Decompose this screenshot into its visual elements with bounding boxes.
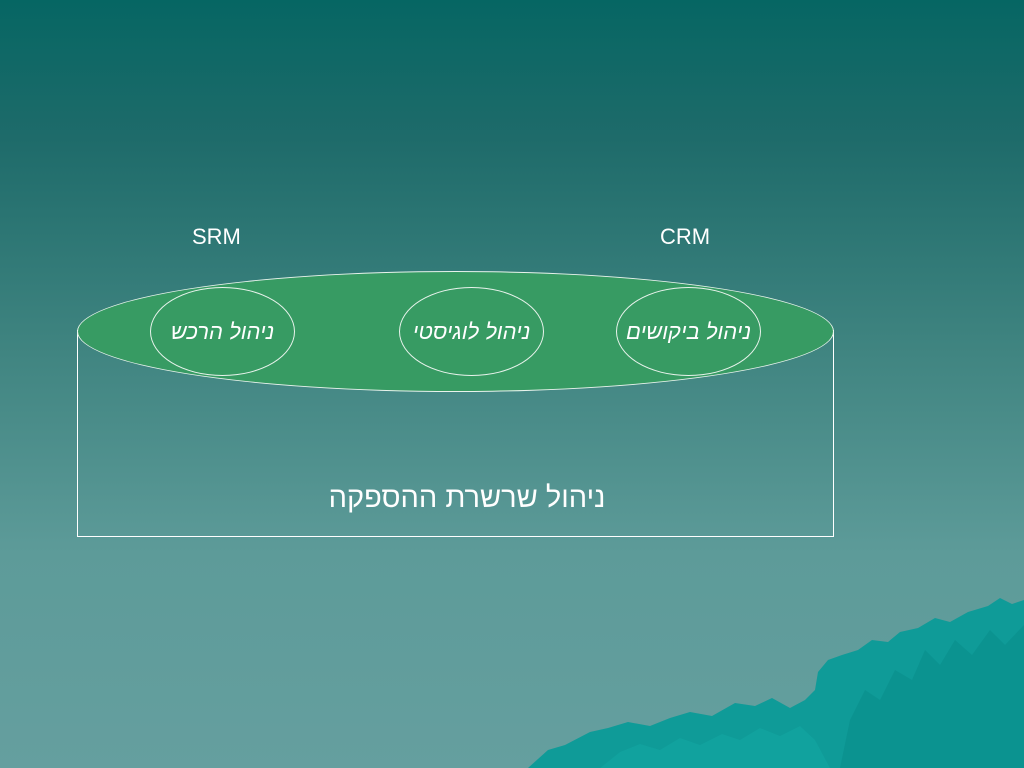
demand-label: ניהול ביקושים <box>625 318 752 344</box>
demand-ellipse: ניהול ביקושים <box>616 287 761 376</box>
procurement-ellipse: ניהול הרכש <box>150 287 295 376</box>
procurement-label: ניהול הרכש <box>170 318 275 344</box>
logistics-label: ניהול לוגיסטי <box>412 318 531 344</box>
srm-label: SRM <box>192 224 241 249</box>
crm-label: CRM <box>660 224 711 249</box>
supply-chain-title: ניהול שרשרת ההספקה <box>328 482 606 514</box>
logistics-ellipse: ניהול לוגיסטי <box>399 287 544 376</box>
